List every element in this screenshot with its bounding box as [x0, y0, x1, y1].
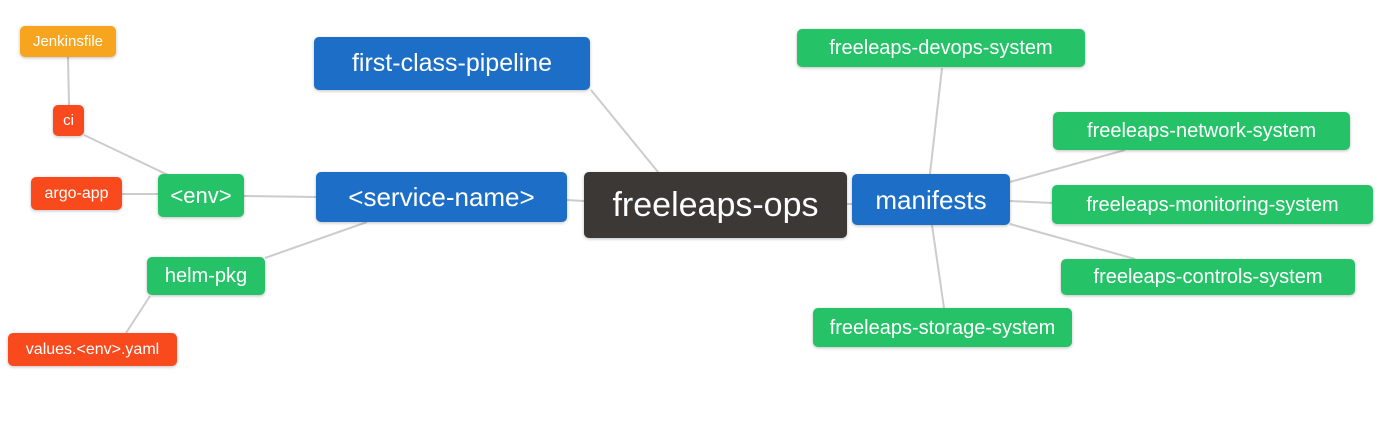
node-env[interactable]: <env>	[158, 174, 244, 217]
node-values-env-yaml[interactable]: values.<env>.yaml	[8, 333, 177, 366]
node-label: first-class-pipeline	[351, 49, 553, 77]
edge-service_name-helm_pkg	[264, 221, 368, 259]
node-first-class-pipeline[interactable]: first-class-pipeline	[314, 37, 590, 90]
node-helm-pkg[interactable]: helm-pkg	[147, 257, 265, 295]
node-label: freeleaps-monitoring-system	[1086, 193, 1339, 216]
node-manifests[interactable]: manifests	[852, 174, 1010, 225]
edge-helm_pkg-values_env_yaml	[125, 295, 151, 334]
node-freeleaps-storage-system[interactable]: freeleaps-storage-system	[813, 308, 1072, 347]
node-service-name[interactable]: <service-name>	[316, 172, 567, 222]
node-freeleaps-devops-system[interactable]: freeleaps-devops-system	[797, 29, 1085, 67]
edge-service_name-freeleaps_ops	[566, 199, 585, 202]
edge-ci-env	[83, 134, 169, 176]
edge-first_class_pipeline-freeleaps_ops	[590, 89, 659, 173]
edge-manifests-controls_system	[1009, 223, 1136, 260]
node-argo-app[interactable]: argo-app	[31, 177, 122, 210]
node-freeleaps-network-system[interactable]: freeleaps-network-system	[1053, 112, 1350, 150]
node-label: freeleaps-devops-system	[829, 37, 1053, 59]
node-label: freeleaps-storage-system	[829, 316, 1056, 339]
node-freeleaps-controls-system[interactable]: freeleaps-controls-system	[1061, 259, 1355, 295]
edge-manifests-storage_system	[931, 224, 945, 309]
node-freeleaps-monitoring-system[interactable]: freeleaps-monitoring-system	[1052, 185, 1373, 224]
node-label: <env>	[170, 182, 232, 208]
node-label: freeleaps-ops	[612, 186, 819, 224]
node-label: freeleaps-network-system	[1087, 120, 1316, 142]
edge-env-service_name	[243, 195, 317, 198]
node-label: argo-app	[44, 184, 109, 202]
edge-manifests-devops_system	[929, 67, 943, 175]
node-freeleaps-ops-root[interactable]: freeleaps-ops	[584, 172, 847, 238]
node-label: ci	[63, 112, 74, 129]
edge-manifests-monitoring_system	[1009, 200, 1053, 204]
edge-jenkinsfile-ci	[67, 56, 70, 106]
node-label: manifests	[875, 184, 987, 215]
node-label: Jenkinsfile	[32, 33, 104, 50]
node-ci[interactable]: ci	[53, 105, 84, 136]
node-label: values.<env>.yaml	[25, 340, 160, 358]
node-label: freeleaps-controls-system	[1093, 266, 1323, 288]
edge-manifests-network_system	[1009, 149, 1126, 183]
node-jenkinsfile[interactable]: Jenkinsfile	[20, 26, 116, 57]
node-label: helm-pkg	[164, 265, 248, 287]
node-label: <service-name>	[348, 182, 535, 212]
